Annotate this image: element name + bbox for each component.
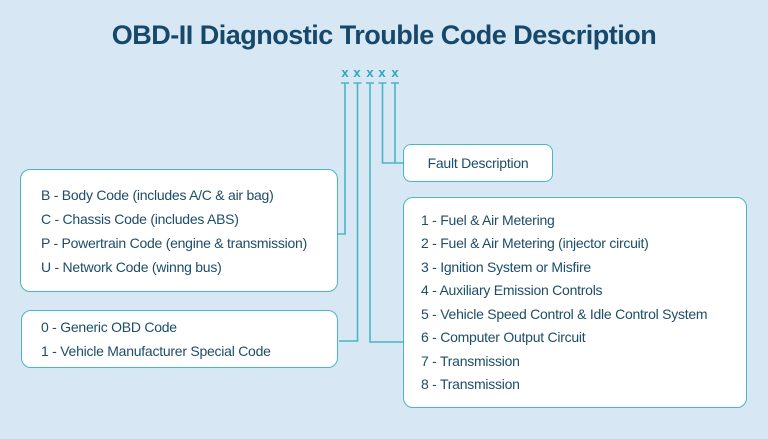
system-code-item: 2 - Fuel & Air Metering (injector circui… — [421, 235, 649, 251]
letter-code-item: C - Chassis Code (includes ABS) — [41, 210, 239, 227]
code-digit-mark-3: x — [366, 65, 374, 80]
page-title: OBD-II Diagnostic Trouble Code Descripti… — [111, 20, 657, 50]
system-code-item: 5 - Vehicle Speed Control & Idle Control… — [421, 305, 708, 322]
fault-description-box: Fault Description — [403, 144, 553, 182]
letter-code-item: P - Powertrain Code (engine & transmissi… — [41, 234, 308, 251]
fault-description-label: Fault Description — [427, 155, 529, 171]
connector-system-codes — [369, 83, 403, 343]
code-digit-mark-4: x — [378, 65, 386, 80]
system-code-item: 8 - Transmission — [421, 376, 520, 392]
code-digit-mark-2: x — [353, 65, 361, 80]
first-digit-item: 0 - Generic OBD Code — [41, 319, 177, 335]
letter-code-item: B - Body Code (includes A/C & air bag) — [41, 186, 274, 203]
code-digit-mark-1: x — [341, 65, 349, 80]
letter-code-item: U - Network Code (winng bus) — [41, 258, 222, 275]
system-code-item: 3 - Ignition System or Misfire — [421, 258, 591, 275]
first-digit-box: 0 - Generic OBD Code 1 - Vehicle Manufac… — [21, 310, 338, 368]
connector-first-digit — [339, 83, 359, 342]
code-digit-mark-5: x — [391, 65, 399, 80]
system-code-item: 6 - Computer Output Circuit — [421, 329, 586, 345]
connector-fault-description — [381, 83, 403, 164]
system-codes-box: 1 - Fuel & Air Metering 2 - Fuel & Air M… — [403, 197, 747, 408]
connector-letter-codes — [338, 83, 346, 235]
system-code-item: 7 - Transmission — [421, 352, 520, 369]
letter-codes-box: B - Body Code (includes A/C & air bag) C… — [20, 169, 338, 292]
system-code-item: 4 - Auxiliary Emission Controls — [421, 282, 603, 298]
system-code-item: 1 - Fuel & Air Metering — [421, 211, 555, 228]
first-digit-item: 1 - Vehicle Manufacturer Special Code — [41, 343, 271, 359]
